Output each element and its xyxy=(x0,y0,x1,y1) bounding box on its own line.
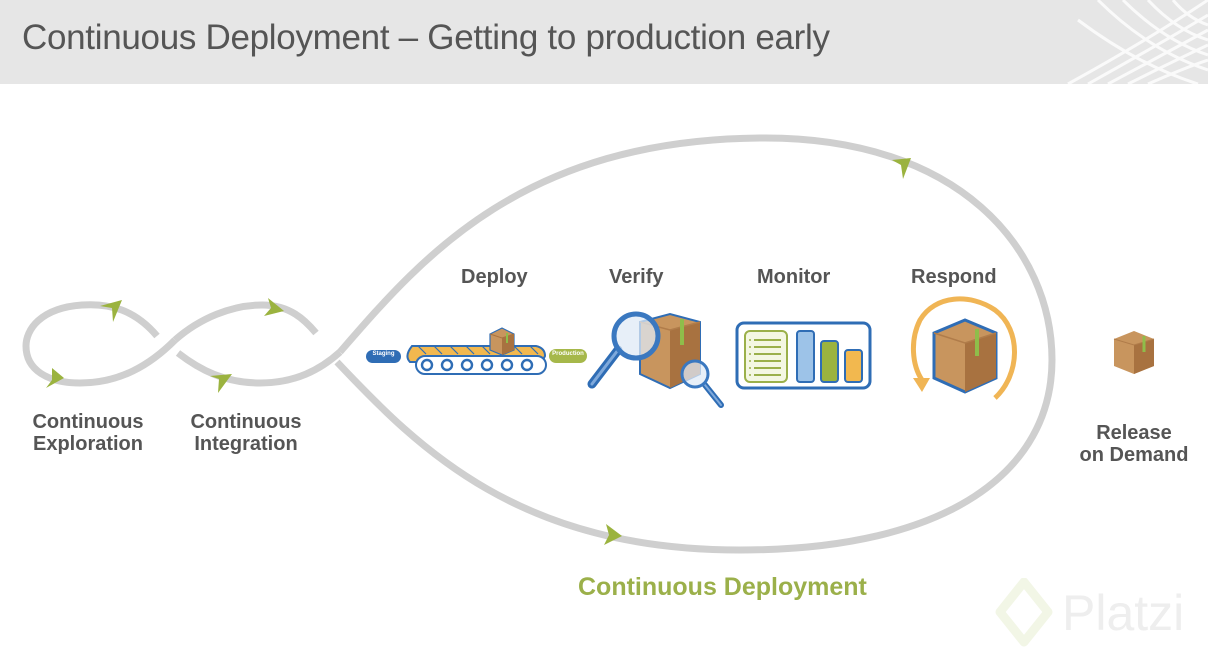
flow-arrow-icon xyxy=(892,158,911,179)
flow-arrow-icon xyxy=(100,300,122,322)
package-icon xyxy=(489,327,515,356)
deployment-loop-upper xyxy=(337,134,1056,361)
platzi-watermark: Platzi xyxy=(992,578,1202,648)
continuous-deployment-label: Continuous Deployment xyxy=(578,573,867,601)
stage-label-deploy: Deploy xyxy=(461,266,528,288)
staging-tag: Staging xyxy=(372,351,395,357)
platzi-logo-icon xyxy=(995,578,1053,647)
stage-label-verify: Verify xyxy=(609,266,664,288)
dashboard-chart-icon xyxy=(735,321,872,390)
rotate-box-icon xyxy=(910,296,1017,400)
flow-arrow-icon xyxy=(264,298,284,316)
stage-label-monitor: Monitor xyxy=(757,266,831,288)
production-tag: Production xyxy=(552,351,584,357)
exploration-loop-lower xyxy=(172,301,319,343)
magnifier-box-icon xyxy=(587,311,724,408)
integration-loop xyxy=(175,349,343,387)
slide-header: Continuous Deployment – Getting to produ… xyxy=(0,0,1208,84)
conveyor-belt-icon xyxy=(366,327,587,375)
deployment-loop-lower xyxy=(334,359,1056,554)
flow-arrow-icon xyxy=(46,368,64,388)
platzi-brand-text: Platzi xyxy=(1062,585,1185,641)
slide-title: Continuous Deployment – Getting to produ… xyxy=(22,18,830,57)
release-on-demand-label: Release on Demand xyxy=(1079,422,1189,466)
header-mesh-decoration xyxy=(1067,0,1208,84)
exploration-loop xyxy=(22,301,178,387)
continuous-integration-label: Continuous Integration xyxy=(190,411,302,455)
flow-arrow-icon xyxy=(210,374,232,393)
flow-arrow-icon xyxy=(604,524,622,545)
release-package-icon xyxy=(1113,331,1155,374)
continuous-exploration-label: Continuous Exploration xyxy=(32,411,144,455)
stage-label-respond: Respond xyxy=(911,266,997,288)
